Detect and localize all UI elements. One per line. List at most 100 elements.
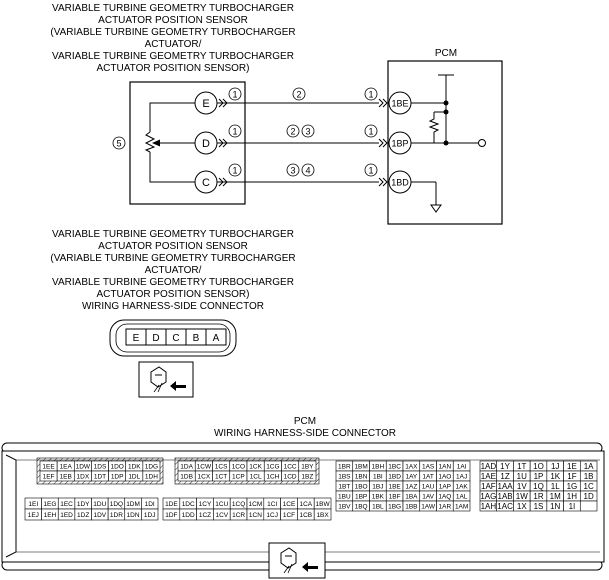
- pcm-pin-label: 1BG: [388, 503, 401, 510]
- pcm-pin-label: 1BQ: [355, 503, 368, 510]
- pcm-pin-label: 1I: [569, 502, 576, 511]
- pcm-pin-label: 1BD: [388, 473, 401, 480]
- pcm-pin-cell: [313, 508, 332, 521]
- pcm-pin-label: 1DW: [76, 463, 91, 470]
- note-1: 1: [232, 90, 237, 100]
- pcm-pin-label: 1DN: [127, 512, 140, 519]
- pcm-pin-label: 1S: [534, 502, 544, 511]
- pcm-pin-label: 1AQ: [438, 493, 451, 500]
- pcm-pin-label: 1H: [567, 492, 577, 501]
- pcm-pin-label: 1Y: [500, 462, 510, 471]
- pcm-pin-label: 1ED: [60, 512, 73, 519]
- pcm-pin-label: 1CV: [215, 512, 228, 519]
- pcm-pin-label: 1DL: [128, 473, 140, 480]
- pcm-pin-label: 1B: [584, 472, 594, 481]
- pcm-pin-label: 1DS: [94, 463, 107, 470]
- pcm-pin-label: 1BK: [372, 493, 385, 500]
- pcm-pin-label: 1K: [550, 472, 560, 481]
- pcm-pin-label: 1J: [551, 462, 559, 471]
- sensor-connector: E D C B A: [109, 319, 237, 357]
- pcm-pin-label: 1CG: [266, 463, 279, 470]
- connector-title-line: ACTUATOR/: [145, 265, 202, 276]
- pcm-pin-label: 1EC: [60, 501, 73, 508]
- connector-title-line: VARIABLE TURBINE GEOMETRY TURBOCHARGER: [52, 229, 294, 240]
- pcm-pin-label: 1CI: [267, 501, 277, 508]
- pcm-pin-label: 1AG: [480, 492, 496, 501]
- pcm-pin-label: 1DU: [93, 501, 106, 508]
- pcm-pin-label: 1D: [584, 492, 594, 501]
- sensor-box: E D C: [129, 81, 246, 205]
- pcm-pin-label: 1M: [550, 492, 561, 501]
- pcm-pin-label: 1AY: [405, 473, 417, 480]
- pcm-pin-label: 1BO: [355, 483, 368, 490]
- pcm-pin-label: 1DT: [94, 473, 106, 480]
- pcm-pin-label: 1CZ: [199, 512, 211, 519]
- connector-pin-a: A: [213, 333, 220, 344]
- pcm-pin-label: 1BU: [338, 493, 351, 500]
- pcm-pin-label: 1DH: [145, 473, 158, 480]
- pcm-pin-label: 1BR: [338, 463, 351, 470]
- pcm-pin-label: 1DR: [110, 512, 123, 519]
- pcm-pin-label: 1CS: [215, 463, 228, 470]
- pcm-pin-label: 1EE: [42, 463, 55, 470]
- note-3: 3: [290, 166, 295, 176]
- pcm-pin-label: 1DV: [93, 512, 106, 519]
- pcm-pin-label: 1E: [567, 462, 577, 471]
- pcm-pin-label: 1BP: [355, 493, 367, 500]
- pcm-pin-label: 1AO: [438, 473, 451, 480]
- pcm-pin-label: 1CR: [232, 512, 245, 519]
- pcm-pin-label: 1AF: [481, 482, 496, 491]
- pcm-label: PCM: [435, 48, 457, 59]
- pcm-pin-cell: [298, 470, 317, 482]
- pcm-pin-label: 1AE: [481, 472, 496, 481]
- pcm-pin-label: 1G: [567, 482, 578, 491]
- pcm-terminal-1be: 1BE: [391, 99, 408, 109]
- pcm-pin-label: 1CT: [215, 473, 227, 480]
- pcm-pin-label: 1W: [516, 492, 528, 501]
- note-2: 2: [296, 90, 301, 100]
- pcm-pin-label: 1CH: [266, 473, 279, 480]
- pcm-pin-label: 1BC: [388, 463, 401, 470]
- pcm-pin-label: 1BV: [338, 503, 351, 510]
- wiper-arrow: [152, 139, 160, 147]
- pcm-pin-label: 1BJ: [372, 483, 383, 490]
- sensor-title-line: VARIABLE TURBINE GEOMETRY TURBOCHARGER: [52, 3, 294, 14]
- note-5: 5: [116, 139, 121, 149]
- note-3: 3: [305, 127, 310, 137]
- pcm-pin-label: 1CM: [249, 501, 263, 508]
- pcm-pin-label: 1CB: [299, 512, 312, 519]
- pcm-pin-label: 1N: [550, 502, 560, 511]
- connector-title-line: ACTUATOR POSITION SENSOR): [97, 289, 250, 300]
- pcm-pin-label: 1AT: [422, 473, 433, 480]
- pcm-pin-label: 1CJ: [266, 512, 278, 519]
- pcm-pin-label: 1EG: [43, 501, 56, 508]
- pcm-pin-label: 1CA: [299, 501, 312, 508]
- potentiometer-resistor: [144, 131, 156, 153]
- sensor-title-line: ACTUATOR POSITION SENSOR: [98, 15, 248, 26]
- pcm-pin-label: 1AU: [422, 483, 435, 490]
- pcm-pin-label: 1Z: [500, 472, 509, 481]
- pcm-terminal-1bd: 1BD: [391, 178, 409, 188]
- pcm-pin-label: 1AJ: [456, 473, 467, 480]
- connector-title: VARIABLE TURBINE GEOMETRY TURBOCHARGER A…: [50, 229, 295, 312]
- pcm-pin-label: 1AM: [455, 503, 468, 510]
- pcm-pin-label: 1EH: [44, 512, 57, 519]
- pcm-pin-label: 1AX: [405, 463, 418, 470]
- pcm-pin-label: 1DD: [182, 512, 195, 519]
- note-1: 1: [232, 127, 237, 137]
- sensor-terminal-e: E: [202, 98, 209, 110]
- pcm-pin-label: 1BZ: [301, 473, 313, 480]
- pcm-pin-label: 1CC: [284, 463, 297, 470]
- pcm-pin-label: 1EB: [60, 473, 72, 480]
- pcm-pin-label: 1AI: [457, 463, 467, 470]
- pcm-pin-label: 1CX: [198, 473, 211, 480]
- pcm-pin-cell: [142, 470, 161, 482]
- pcm-pin-label: 1AK: [455, 483, 468, 490]
- pcm-pin-label: 1DM: [126, 501, 140, 508]
- pcm-pin-label: 1EF: [43, 473, 55, 480]
- pcm-pin-label: 1CO: [232, 463, 245, 470]
